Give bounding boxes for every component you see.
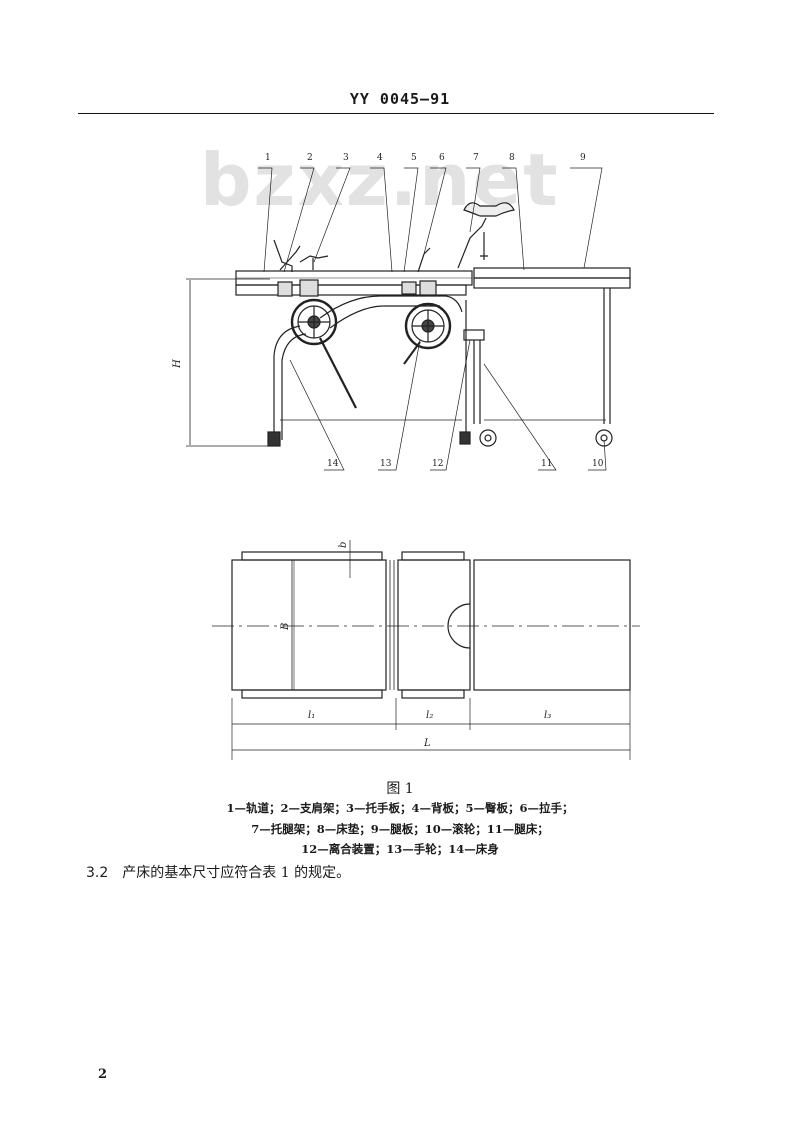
part-number-6: 6 xyxy=(439,153,445,163)
clause-3-2: 3.2 产床的基本尺寸应符合表 1 的规定。 xyxy=(86,862,350,882)
dimension-l1: l₁ xyxy=(308,710,315,721)
part-number-9: 9 xyxy=(580,153,586,163)
part-number-13: 13 xyxy=(380,459,392,469)
header-rule xyxy=(78,113,714,114)
standard-code-header: YY 0045—91 xyxy=(349,90,451,108)
dimension-l3: l₃ xyxy=(544,710,551,721)
part-number-8: 8 xyxy=(509,153,515,163)
delivery-bed-drawing: 1 2 3 4 5 6 7 8 9 14 13 12 11 10 H b B l… xyxy=(172,153,640,760)
clause-number: 3.2 xyxy=(86,865,109,881)
dimension-H: H xyxy=(172,359,183,369)
dimension-b: b xyxy=(338,542,349,548)
part-number-3: 3 xyxy=(343,153,349,163)
part-number-11: 11 xyxy=(541,459,552,469)
clause-text: 产床的基本尺寸应符合表 1 的规定。 xyxy=(122,865,351,881)
part-number-14: 14 xyxy=(327,459,339,469)
figure-legend-line-1: 1—轨道；2—支肩架；3—托手板；4—背板；5—臀板；6—拉手； xyxy=(226,801,574,815)
part-number-1: 1 xyxy=(265,153,271,163)
figure-legend-line-3: 12—离合装置；13—手轮；14—床身 xyxy=(301,842,499,856)
page-number: 2 xyxy=(98,1067,108,1082)
part-number-7: 7 xyxy=(473,153,479,163)
dimension-L: L xyxy=(423,738,431,749)
figure-legend-line-2: 7—托腿架；8—床垫；9—腿板；10—滚轮；11—腿床； xyxy=(251,822,549,836)
part-number-2: 2 xyxy=(307,153,313,163)
part-number-4: 4 xyxy=(377,153,383,163)
part-number-12: 12 xyxy=(432,459,443,469)
part-number-10: 10 xyxy=(592,459,604,469)
dimension-B: B xyxy=(280,623,291,631)
figure-caption: 图 1 xyxy=(386,781,414,797)
part-number-5: 5 xyxy=(411,153,417,163)
dimension-l2: l₂ xyxy=(426,710,433,721)
